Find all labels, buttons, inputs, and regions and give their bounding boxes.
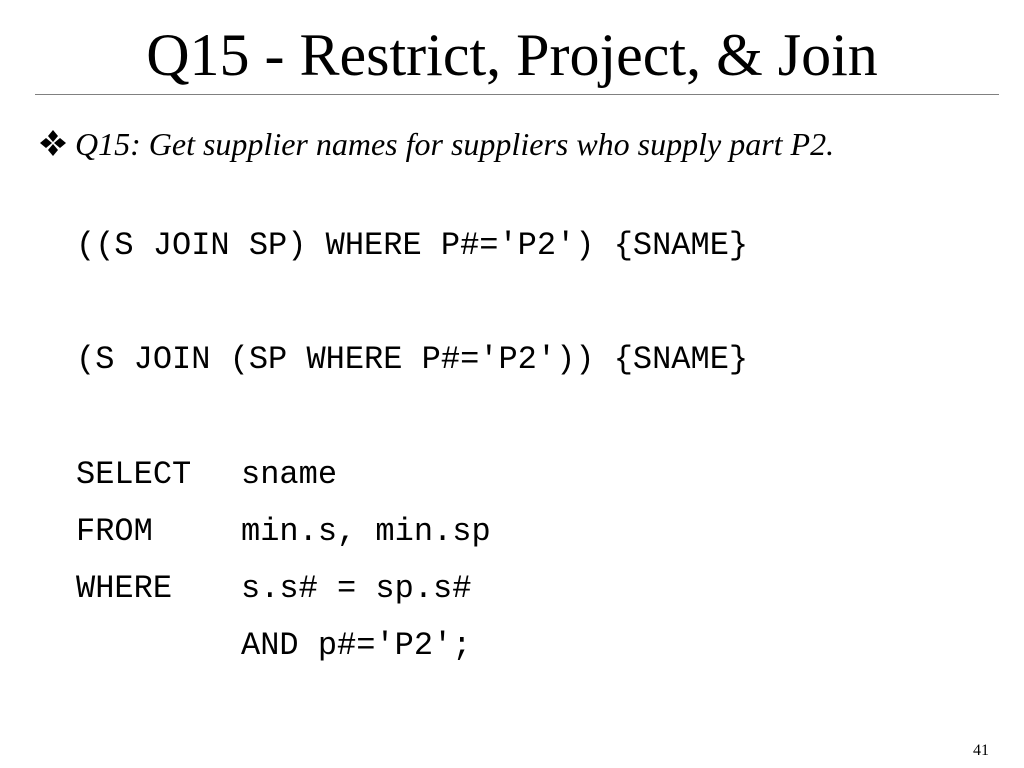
page-number: 41 (973, 742, 989, 759)
sql-keyword-from: FROM (76, 513, 153, 550)
sql-keyword-select: SELECT (76, 456, 192, 493)
sql-clause-where: s.s# = sp.s# (241, 570, 472, 607)
question-text: Q15: Get supplier names for suppliers wh… (75, 126, 835, 162)
relational-algebra-expression-2: (S JOIN (SP WHERE P#='P2')) {SNAME} (76, 341, 749, 378)
sql-clause-and: AND p#='P2'; (241, 627, 472, 664)
four-diamond-bullet-icon (40, 130, 66, 156)
title-divider (35, 94, 999, 95)
sql-clause-from: min.s, min.sp (241, 513, 491, 550)
slide-title: Q15 - Restrict, Project, & Join (146, 22, 878, 88)
relational-algebra-expression-1: ((S JOIN SP) WHERE P#='P2') {SNAME} (76, 227, 749, 264)
sql-clause-select: sname (241, 456, 338, 493)
sql-keyword-where: WHERE (76, 570, 173, 607)
